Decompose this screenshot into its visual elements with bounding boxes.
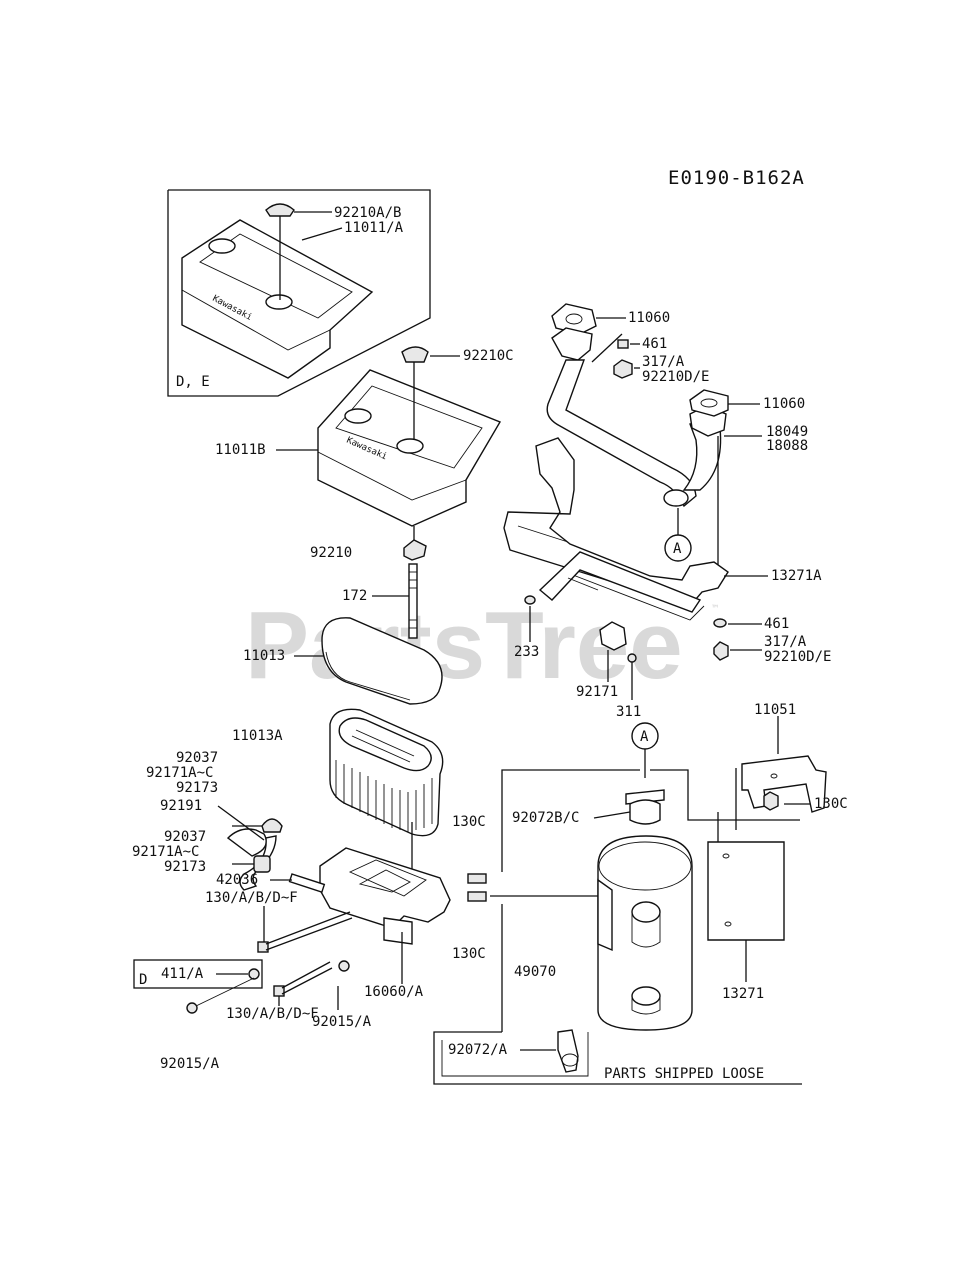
watermark-tm-symbol: ™ <box>712 604 718 615</box>
label-130C-c: 130C <box>814 796 848 812</box>
nut-92015A-a <box>338 960 350 972</box>
label-42036: 42036 <box>216 872 258 888</box>
box-d: D 411/A <box>133 959 263 989</box>
air-filter-element-11013A <box>329 708 444 837</box>
callout-a-top-label: A <box>673 541 682 557</box>
label-130-long-b: 130/A/B/D~F <box>226 1006 319 1022</box>
label-11011B: 11011B <box>215 442 266 458</box>
label-172: 172 <box>342 588 367 604</box>
label-92210: 92210 <box>310 545 352 561</box>
label-461-b: 461 <box>764 616 789 632</box>
bolt-130-a <box>257 911 353 953</box>
air-cleaner-cover-11011B: Kawasaki <box>317 369 502 527</box>
label-11011A: 11011/A <box>344 220 404 236</box>
label-11051: 11051 <box>754 702 796 718</box>
label-461-a: 461 <box>642 336 667 352</box>
air-cleaner-base-16060A <box>319 847 451 945</box>
label-92072A: 92072/A <box>448 1042 508 1058</box>
cap-92210AB <box>265 203 332 300</box>
nut-92015A-b <box>186 1002 198 1014</box>
label-11013: 11013 <box>243 648 285 664</box>
label-13271A: 13271A <box>771 568 822 584</box>
label-130C-b: 130C <box>452 946 486 962</box>
clamp-92037-b <box>253 855 271 873</box>
stud-172 <box>408 563 418 639</box>
label-233: 233 <box>514 644 539 660</box>
label-92015A-b: 92015/A <box>160 1056 220 1072</box>
air-cleaner-cover-11011A: Kawasaki <box>181 219 374 379</box>
label-92171-b: 92171A~C <box>132 844 199 860</box>
pre-cleaner-11013 <box>321 617 443 705</box>
nut-461-b <box>713 618 727 628</box>
clamp-92037-a <box>261 818 283 833</box>
label-11060-a: 11060 <box>628 310 670 326</box>
label-92210AB: 92210A/B <box>334 205 401 221</box>
clamp-92072A <box>557 1029 579 1073</box>
box-de: D, E <box>167 189 431 397</box>
label-130-long-a: 130/A/B/D~F <box>205 890 298 906</box>
label-92171: 92171 <box>576 684 618 700</box>
bolt-130C-a <box>467 873 487 884</box>
spacer-92171 <box>599 621 627 651</box>
muffler-bracket-13271A <box>503 437 729 621</box>
box-d-label: D <box>139 972 147 988</box>
label-317A-a: 317/A <box>642 354 685 370</box>
heat-shield-13271 <box>707 841 785 941</box>
bracket-11051 <box>735 755 827 830</box>
bolt-130C-b <box>467 891 487 902</box>
gasket-11060-b <box>689 389 729 417</box>
label-92173-a: 92173 <box>176 780 218 796</box>
label-49070: 49070 <box>514 964 556 980</box>
diagram-code: E0190-B162A <box>668 167 805 189</box>
label-92072BC: 92072B/C <box>512 810 579 826</box>
label-411A: 411/A <box>161 966 204 982</box>
cap-92210C <box>401 346 460 440</box>
label-92171-a: 92171A~C <box>146 765 213 781</box>
nut-317A-a <box>613 359 633 379</box>
nut-317A-b <box>713 641 729 661</box>
label-92210DE-a: 92210D/E <box>642 369 709 385</box>
parts-shipped-loose: PARTS SHIPPED LOOSE <box>604 1066 764 1082</box>
label-11013A: 11013A <box>232 728 283 744</box>
label-18049: 18049 <box>766 424 808 440</box>
nut-92210 <box>403 539 427 561</box>
label-92037-a: 92037 <box>176 750 218 766</box>
label-13271: 13271 <box>722 986 764 1002</box>
callout-a-bottom-label: A <box>640 729 649 745</box>
label-92037-b: 92037 <box>164 829 206 845</box>
label-11060-b: 11060 <box>763 396 805 412</box>
label-311: 311 <box>616 704 641 720</box>
pipe-42036 <box>288 873 326 893</box>
label-16060A: 16060/A <box>364 984 424 1000</box>
box-de-label: D, E <box>176 374 210 390</box>
muffler-49070 <box>597 835 693 1031</box>
nut-233 <box>524 595 536 605</box>
label-18088: 18088 <box>766 438 808 454</box>
label-130C-a: 130C <box>452 814 486 830</box>
label-92191: 92191 <box>160 798 202 814</box>
washer-311 <box>627 653 637 663</box>
label-92210DE-b: 92210D/E <box>764 649 831 665</box>
label-92173-b: 92173 <box>164 859 206 875</box>
label-92015A-a: 92015/A <box>312 1014 372 1030</box>
label-92210C: 92210C <box>463 348 514 364</box>
nut-461-a <box>617 339 629 349</box>
label-317A-b: 317/A <box>764 634 807 650</box>
clamp-92072BC <box>625 789 665 825</box>
gasket-11060-a <box>551 303 597 335</box>
bolt-130-b <box>273 961 333 997</box>
